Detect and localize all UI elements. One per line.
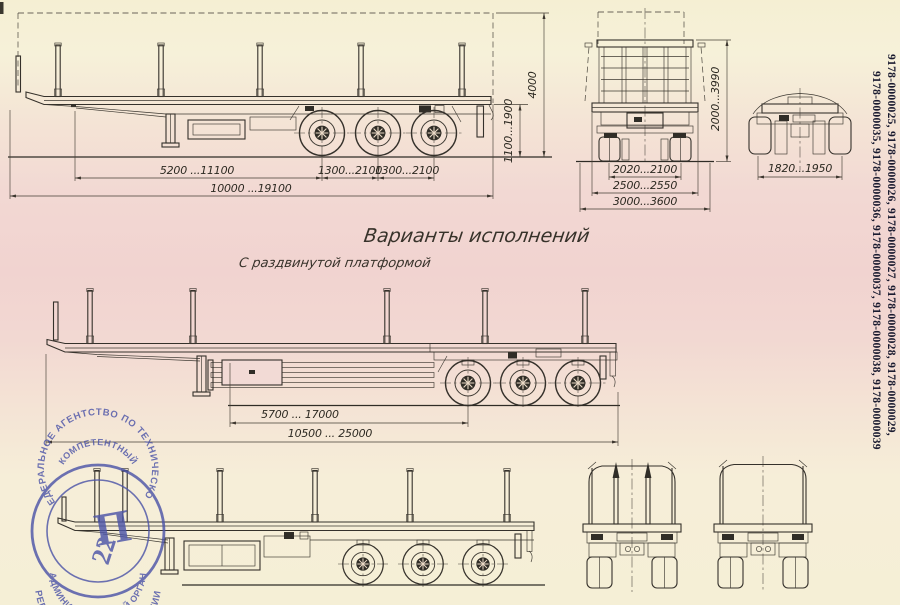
dim-bogie2-label: 1300...2100 [375, 164, 439, 177]
dimensions-side-view: 5200 ...11100 1300...2100 1300...2100 10… [9, 12, 549, 199]
toolbox [183, 540, 261, 571]
stamp-outer-top-text: ФЕДЕРАЛЬНОЕ АГЕНТСТВО ПО ТЕХНИЧЕСКОМУ [0, 0, 159, 507]
variants-title: Варианты исполнений [362, 225, 592, 247]
rear-flap [476, 105, 485, 138]
dim-overall-length-label: 10000 ...19100 [210, 182, 291, 195]
stakes [54, 42, 466, 98]
model-numbers: 9178-0000025, 9178-0000026, 9178-0000027… [868, 54, 898, 450]
dim-frame-width-label: 2500...2550 [613, 179, 677, 192]
stamp-inner-top-text: КОМПЕТЕНТНЫЙ [57, 437, 140, 466]
landing-gear [192, 355, 211, 397]
variant-rear-view-a [582, 459, 682, 592]
extended-side-view: 5700 ... 17000 10500 ... 25000 [45, 288, 620, 446]
model-numbers-line2: 9178-0000035, 9178-0000036, 9178-0000037… [870, 71, 882, 450]
approval-stamp: ФЕДЕРАЛЬНОЕ АГЕНТСТВО ПО ТЕХНИЧЕСКОМУ РЕ… [0, 0, 166, 605]
dimensions-front-view: 1820...1950 [757, 156, 843, 180]
toolbox [187, 119, 246, 140]
scan-corner-mark [0, 2, 4, 14]
svg-text:КОМПЕТЕНТНЫЙ: КОМПЕТЕНТНЫЙ [57, 437, 141, 466]
rear-view-main: 2020...2100 2500...2550 3000...3600 2000… [576, 8, 731, 212]
kingpin [71, 104, 76, 108]
stamp-letter: П [90, 499, 134, 555]
variant-side-view [57, 468, 545, 587]
dim-platform-height-label: 1100...1900 [502, 99, 515, 163]
svg-text:ФЕДЕРАЛЬНОЕ АГЕНТСТВО ПО ТЕХНИ: ФЕДЕРАЛЬНОЕ АГЕНТСТВО ПО ТЕХНИЧЕСКОМУ [0, 0, 160, 507]
dim-ext-overall-label: 10500 ... 25000 [288, 427, 373, 440]
dimensions-rear-view: 2020...2100 2500...2550 3000...3600 2000… [579, 39, 731, 212]
front-post [15, 55, 22, 93]
stakes [86, 288, 589, 345]
telescopic-beams [207, 359, 435, 391]
dim-ext-wheelbase-label: 5700 ... 17000 [261, 408, 339, 421]
dim-inner-width-label: 2020...2100 [613, 163, 677, 176]
dim-load-height-label: 4000 [526, 71, 539, 98]
variant-rear-view-b [713, 456, 813, 592]
dim-track-label: 1820...1950 [768, 162, 832, 175]
dim-wheelbase-label: 5200 ...11100 [160, 164, 235, 177]
dim-bogie1-label: 1300...2100 [318, 164, 382, 177]
front-view-small: 1820...1950 [748, 88, 852, 180]
landing-gear [161, 113, 180, 148]
extended-platform-subtitle: С раздвинутой платформой [237, 256, 432, 271]
dim-overall-height-label: 2000...3990 [709, 67, 722, 131]
side-view-main: 5200 ...11100 1300...2100 1300...2100 10… [8, 12, 552, 199]
dim-overall-width-label: 3000...3600 [613, 195, 677, 208]
dimensions-extended-view: 5700 ... 17000 10500 ... 25000 [45, 354, 619, 446]
landing-gear [160, 537, 179, 575]
model-numbers-line1: 9178-0000025, 9178-0000026, 9178-0000027… [885, 54, 897, 436]
